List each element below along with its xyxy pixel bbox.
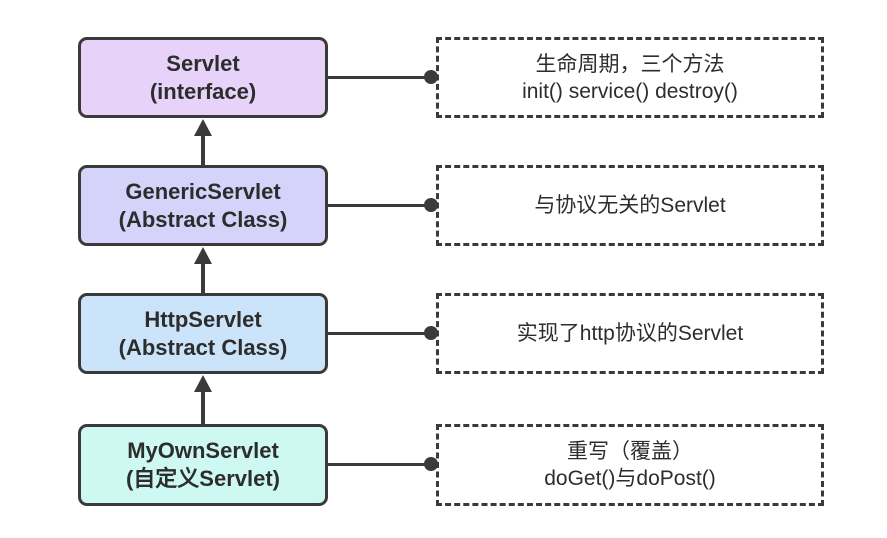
node-subtitle: (自定义Servlet): [125, 466, 281, 491]
note-servlet-lifecycle: 生命周期，三个方法 init() service() destroy(): [436, 37, 824, 118]
note-http-servlet: 实现了http协议的Servlet: [436, 293, 824, 374]
note-line: 与协议无关的Servlet: [534, 194, 726, 217]
arrow-line: [201, 264, 205, 293]
inheritance-arrow: [194, 247, 212, 293]
arrow-line: [201, 136, 205, 165]
node-title: GenericServlet: [125, 178, 281, 204]
connector-line: [328, 198, 438, 212]
arrow-up-icon: [194, 375, 212, 392]
node-title: HttpServlet: [144, 306, 262, 332]
node-my-own-servlet: MyOwnServlet (自定义Servlet): [78, 424, 328, 506]
note-line: doGet()与doPost(): [544, 467, 716, 490]
inheritance-arrow: [194, 119, 212, 165]
note-generic-servlet: 与协议无关的Servlet: [436, 165, 824, 246]
connector-line: [328, 70, 438, 84]
arrow-up-icon: [194, 119, 212, 136]
node-generic-servlet: GenericServlet (Abstract Class): [78, 165, 328, 246]
connector-dot: [424, 326, 438, 340]
node-subtitle: (Abstract Class): [118, 334, 288, 360]
note-my-own-servlet: 重写（覆盖） doGet()与doPost(): [436, 424, 824, 506]
connector-line: [328, 326, 438, 340]
note-line: 生命周期，三个方法: [535, 52, 725, 76]
node-subtitle: (interface): [149, 78, 257, 104]
connector-dot: [424, 70, 438, 84]
inheritance-arrow: [194, 375, 212, 424]
node-subtitle: (Abstract Class): [118, 206, 288, 232]
node-http-servlet: HttpServlet (Abstract Class): [78, 293, 328, 374]
note-line: 实现了http协议的Servlet: [516, 322, 744, 345]
connector-line: [328, 457, 438, 471]
node-title: MyOwnServlet: [127, 438, 279, 463]
node-servlet-interface: Servlet (interface): [78, 37, 328, 118]
connector-dot: [424, 198, 438, 212]
connector-dot: [424, 457, 438, 471]
node-title: Servlet: [166, 50, 240, 76]
arrow-up-icon: [194, 247, 212, 264]
note-line: 重写（覆盖）: [567, 440, 693, 463]
arrow-line: [201, 392, 205, 424]
note-line: init() service() destroy(): [522, 79, 738, 103]
